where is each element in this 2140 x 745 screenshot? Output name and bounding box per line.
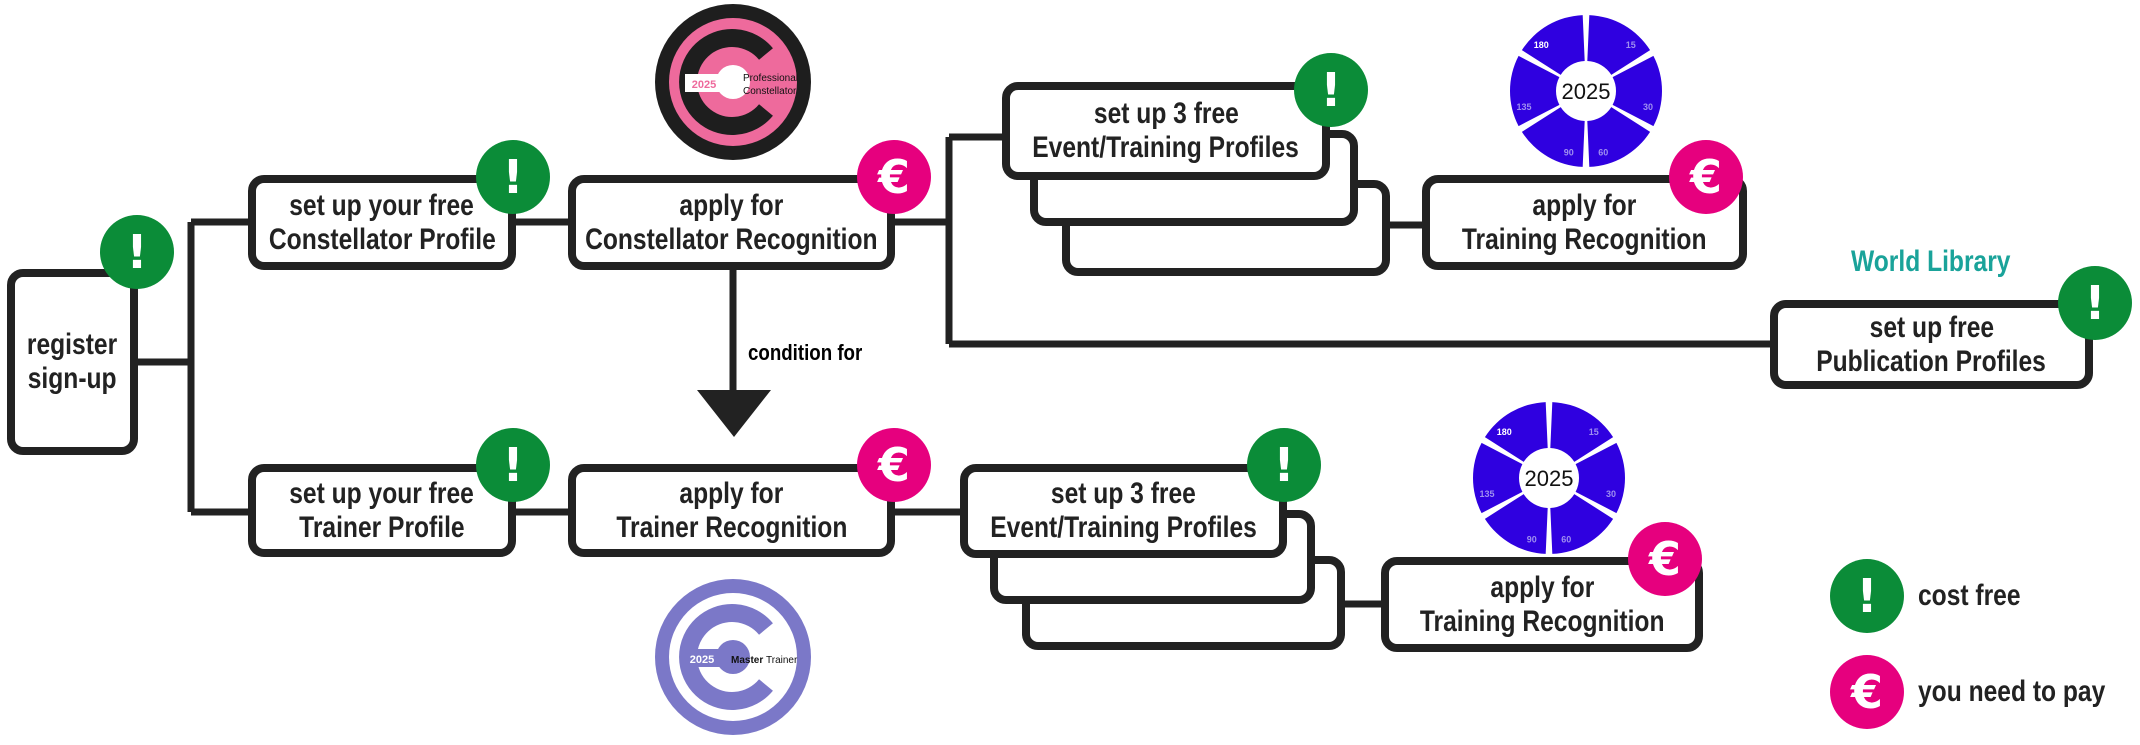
wheel-segment-label: 15 <box>1589 427 1599 437</box>
wheel-segment <box>1521 107 1585 167</box>
legend-cost-free: cost free <box>1918 579 2021 612</box>
training-recognition-wheel-top: 15 30 60 90 135 180 2025 <box>1510 15 1662 167</box>
svg-text:Trainer: Trainer <box>766 655 798 666</box>
wheel-segment-label: 180 <box>1534 40 1549 50</box>
svg-text:2025: 2025 <box>690 654 714 666</box>
wheel-segment <box>1575 442 1625 514</box>
wheel-segment <box>1473 442 1523 514</box>
wheel-segment-label: 135 <box>1479 489 1494 499</box>
world-library-label: World Library <box>1851 245 2011 278</box>
wheel-segment-label: 90 <box>1564 148 1574 158</box>
wheel-year: 2025 <box>1525 466 1574 491</box>
exclamation-icon: ! <box>1247 428 1321 502</box>
wheel-segment-label: 180 <box>1497 427 1512 437</box>
wheel-segment <box>1510 55 1560 127</box>
wheel-segment-label: 135 <box>1516 102 1531 112</box>
euro-icon: € <box>857 140 931 214</box>
wheel-segment <box>1521 15 1585 75</box>
svg-text:Constellator: Constellator <box>743 86 797 97</box>
euro-icon: € <box>1628 522 1702 596</box>
wheel-segment-label: 60 <box>1598 148 1608 158</box>
exclamation-icon: ! <box>1294 53 1368 127</box>
exclamation-icon: ! <box>2058 266 2132 340</box>
legend-you-need-to-pay: you need to pay <box>1918 675 2106 708</box>
badge-year: 2025 <box>692 79 716 91</box>
svg-text:Professional: Professional <box>743 73 798 84</box>
legend-exclamation-icon: ! <box>1830 559 1904 633</box>
professional-constellator-badge: 2025 Professional Constellator <box>655 4 811 160</box>
arrow-down-icon <box>697 390 771 437</box>
exclamation-icon: ! <box>476 140 550 214</box>
wheel-segment-label: 90 <box>1527 535 1537 545</box>
wheel-segment-label: 30 <box>1643 102 1653 112</box>
wheel-segment <box>1484 494 1548 554</box>
euro-icon: € <box>857 428 931 502</box>
wheel-segment-label: 30 <box>1606 489 1616 499</box>
wheel-segment <box>1587 15 1651 75</box>
master-trainer-badge: 2025 Master Trainer <box>655 579 811 735</box>
exclamation-icon: ! <box>100 215 174 289</box>
wheel-segment <box>1550 402 1614 462</box>
svg-text:Master: Master <box>731 655 763 666</box>
wheel-segment-label: 15 <box>1626 40 1636 50</box>
wheel-segment <box>1484 402 1548 462</box>
wheel-segment <box>1550 494 1614 554</box>
euro-icon: € <box>1669 140 1743 214</box>
wheel-segment <box>1587 107 1651 167</box>
exclamation-icon: ! <box>476 428 550 502</box>
condition-for-label: condition for <box>748 340 863 365</box>
training-recognition-wheel-bottom: 15 30 60 90 135 180 2025 <box>1473 402 1625 554</box>
wheel-segment <box>1612 55 1662 127</box>
wheel-year: 2025 <box>1562 79 1611 104</box>
wheel-segment-label: 60 <box>1561 535 1571 545</box>
legend-euro-icon: € <box>1830 655 1904 729</box>
